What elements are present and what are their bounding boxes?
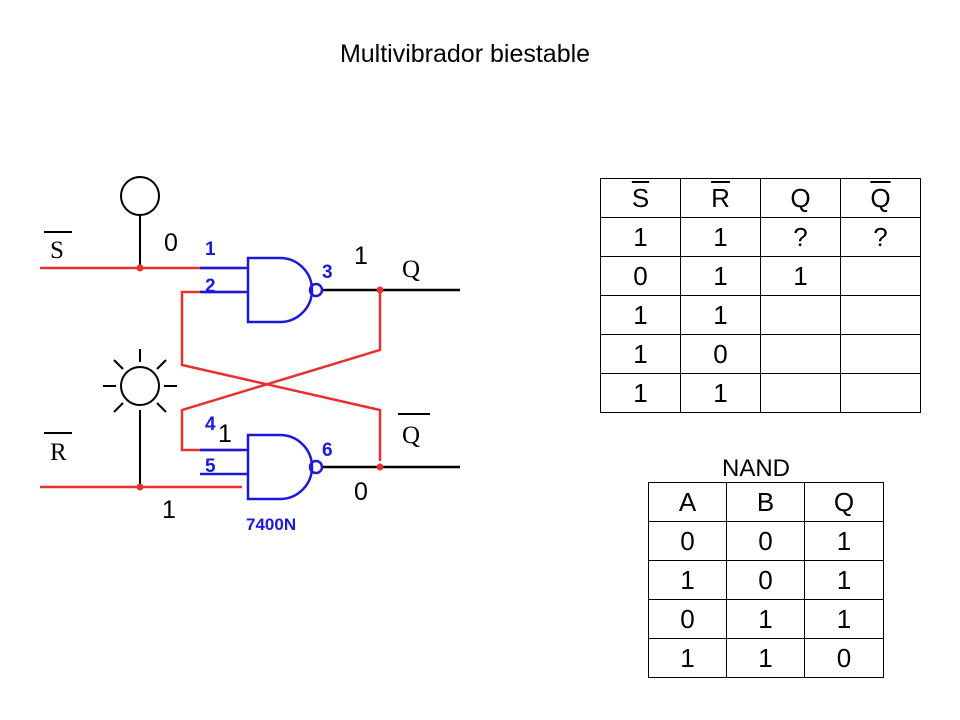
switch-circle-icon[interactable]	[120, 176, 160, 216]
table-cell: 1	[680, 256, 761, 296]
table-row: 0 1 1	[648, 599, 884, 639]
input-label-s: S	[50, 237, 64, 264]
header-cell: A	[648, 482, 727, 522]
table-cell	[840, 295, 921, 335]
page-title: Multivibrador biestable	[339, 40, 591, 68]
header-cell: Q	[840, 178, 921, 218]
value-label: 1	[162, 496, 176, 524]
table-cell	[840, 373, 921, 413]
table-cell: 0	[726, 560, 805, 600]
pin-label: 6	[322, 440, 333, 461]
table-cell: 1	[680, 295, 761, 335]
table-cell: 1	[600, 373, 681, 413]
junction-nodes	[136, 264, 384, 491]
table-row: 0 0 1	[648, 521, 884, 561]
table-cell: 0	[726, 521, 805, 561]
chip-label: 7400N	[246, 515, 296, 534]
table-cell: 1	[726, 638, 805, 678]
pin-label: 5	[205, 456, 216, 477]
table-cell: 1	[648, 638, 727, 678]
table-header-row: A B Q	[648, 482, 884, 522]
lamp-icon[interactable]	[103, 349, 177, 423]
output-label-q: Q	[402, 256, 420, 283]
table-row: 1 0	[600, 334, 921, 374]
pin-label: 3	[322, 262, 333, 283]
nand-gate-icon	[200, 256, 324, 324]
table-row: 1 1 ? ?	[600, 217, 921, 257]
table-cell	[760, 334, 841, 374]
table-cell: 0	[648, 599, 727, 639]
table-cell: 1	[804, 560, 884, 600]
table-cell: 0	[648, 521, 727, 561]
table-cell: 1	[600, 217, 681, 257]
table-cell: 1	[680, 217, 761, 257]
table-cell: ?	[760, 217, 841, 257]
table-cell: ?	[840, 217, 921, 257]
table-cell	[760, 373, 841, 413]
table-cell: 1	[804, 599, 884, 639]
table-row: 1 1 0	[648, 638, 884, 678]
value-label: 1	[354, 242, 368, 270]
nand-gate-icon	[200, 433, 324, 501]
table-cell	[760, 295, 841, 335]
table-cell: 1	[680, 373, 761, 413]
pin-label: 4	[205, 414, 216, 435]
table-row: 0 1 1	[600, 256, 921, 296]
pin-label: 2	[205, 276, 216, 297]
output-label-q-bar: Q	[402, 422, 420, 449]
table-row: 1 0 1	[648, 560, 884, 600]
pin-label: 1	[205, 239, 216, 260]
header-cell: B	[726, 482, 805, 522]
table-header-row: S R Q Q	[600, 178, 921, 218]
header-cell: Q	[760, 178, 841, 218]
nand-truth-table: A B Q 0 0 1 1 0 1 0 1 1 1 1 0	[648, 482, 884, 678]
table-cell	[840, 256, 921, 296]
table-cell: 1	[804, 521, 884, 561]
value-label: 1	[218, 420, 232, 448]
table-cell: 0	[680, 334, 761, 374]
table-cell: 0	[600, 256, 681, 296]
table-cell: 1	[600, 334, 681, 374]
nand-title: NAND	[722, 455, 791, 482]
table-cell: 1	[726, 599, 805, 639]
table-cell: 1	[760, 256, 841, 296]
table-cell: 1	[600, 295, 681, 335]
value-label: 0	[354, 478, 368, 506]
output-wires	[322, 288, 460, 469]
header-cell: Q	[804, 482, 884, 522]
table-cell	[840, 334, 921, 374]
input-label-r: R	[50, 439, 67, 466]
sr-truth-table: S R Q Q 1 1 ? ? 0 1 1 1 1 1 0 1 1	[600, 178, 921, 413]
value-label: 0	[164, 229, 178, 257]
table-cell: 0	[804, 638, 884, 678]
table-cell: 1	[648, 560, 727, 600]
header-cell: R	[680, 178, 761, 218]
table-row: 1 1	[600, 373, 921, 413]
header-cell: S	[600, 178, 681, 218]
table-row: 1 1	[600, 295, 921, 335]
